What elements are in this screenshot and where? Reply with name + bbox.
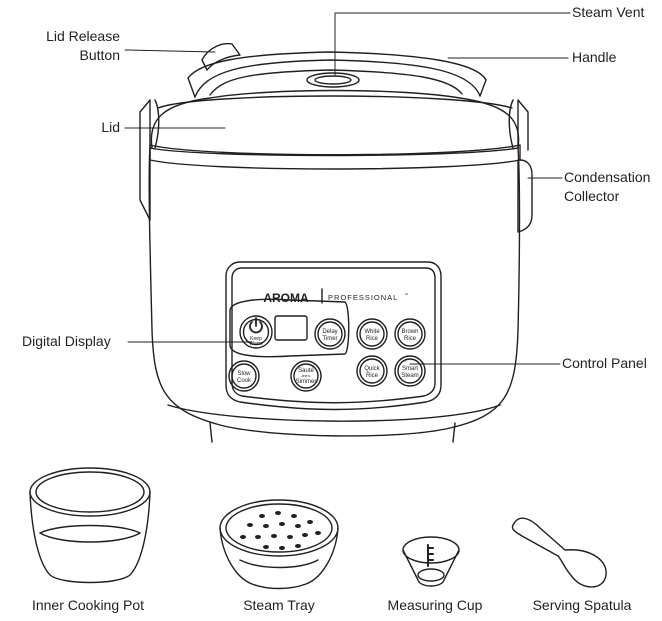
saute-label-2: -then-: [301, 373, 312, 378]
label-lid-release-line-1: Lid Release: [46, 28, 120, 44]
cooker-lid: [149, 89, 521, 170]
serving-spatula-drawing: [511, 517, 607, 588]
inner-pot-drawing: [29, 467, 151, 584]
cooker-handle: [187, 51, 487, 98]
label-lid: Lid: [101, 119, 120, 135]
side-handles: [139, 99, 529, 221]
caption-inner-cooking-pot: Inner Cooking Pot: [31, 597, 145, 613]
steam-tray-drawing: [219, 499, 339, 590]
white-rice-label-1: White: [364, 329, 380, 335]
quick-rice-label-2: Rice: [366, 373, 379, 379]
keep-warm-label-1: Keep: [250, 336, 262, 342]
panel-buttons: [228, 315, 426, 392]
label-condensation-line-2: Collector: [564, 188, 620, 204]
measuring-cup-drawing: [402, 536, 460, 587]
label-control-panel: Control Panel: [562, 355, 647, 371]
label-condensation-collector: Condensation Collector: [564, 168, 650, 206]
label-condensation-line-1: Condensation: [564, 169, 651, 185]
smart-steam-label-2: Steam: [401, 373, 418, 379]
slow-cook-label-2: Cook: [237, 378, 252, 384]
panel-text: AROMA PROFESSIONAL ™ Keep Warm Delay Tim…: [237, 291, 419, 385]
brand-logo: AROMA: [263, 291, 309, 305]
label-digital-display: Digital Display: [22, 333, 111, 349]
brown-rice-label-2: Rice: [404, 336, 417, 342]
cooker-body: [148, 147, 521, 443]
leader-lines: [124, 12, 571, 365]
steam-vent: [306, 72, 360, 88]
saute-label-1: Sauté: [298, 368, 314, 374]
delay-timer-label-2: Timer: [322, 336, 337, 342]
label-lid-release-line-2: Button: [79, 47, 120, 63]
label-steam-vent: Steam Vent: [572, 4, 645, 20]
slow-cook-label-1: Slow: [237, 371, 251, 377]
product-line-logo: PROFESSIONAL: [328, 293, 398, 302]
control-panel: [225, 261, 442, 411]
label-handle: Handle: [572, 49, 617, 65]
lid-release-button: [201, 42, 241, 71]
quick-rice-label-1: Quick: [364, 366, 380, 372]
caption-measuring-cup: Measuring Cup: [387, 597, 483, 613]
label-lid-release-button: Lid Release Button: [20, 27, 120, 65]
steam-tray-holes: [240, 511, 321, 550]
caption-serving-spatula: Serving Spatula: [532, 597, 632, 613]
delay-timer-label-1: Delay: [322, 329, 337, 335]
saute-label-3: Simmer: [296, 379, 317, 385]
white-rice-label-2: Rice: [366, 336, 379, 342]
brown-rice-label-1: Brown: [401, 329, 418, 335]
trademark-mark: ™: [404, 292, 408, 297]
condensation-collector: [517, 159, 533, 233]
caption-steam-tray: Steam Tray: [243, 597, 315, 613]
keep-warm-label-2: Warm: [249, 341, 262, 347]
smart-steam-label-1: Smart: [402, 366, 418, 372]
